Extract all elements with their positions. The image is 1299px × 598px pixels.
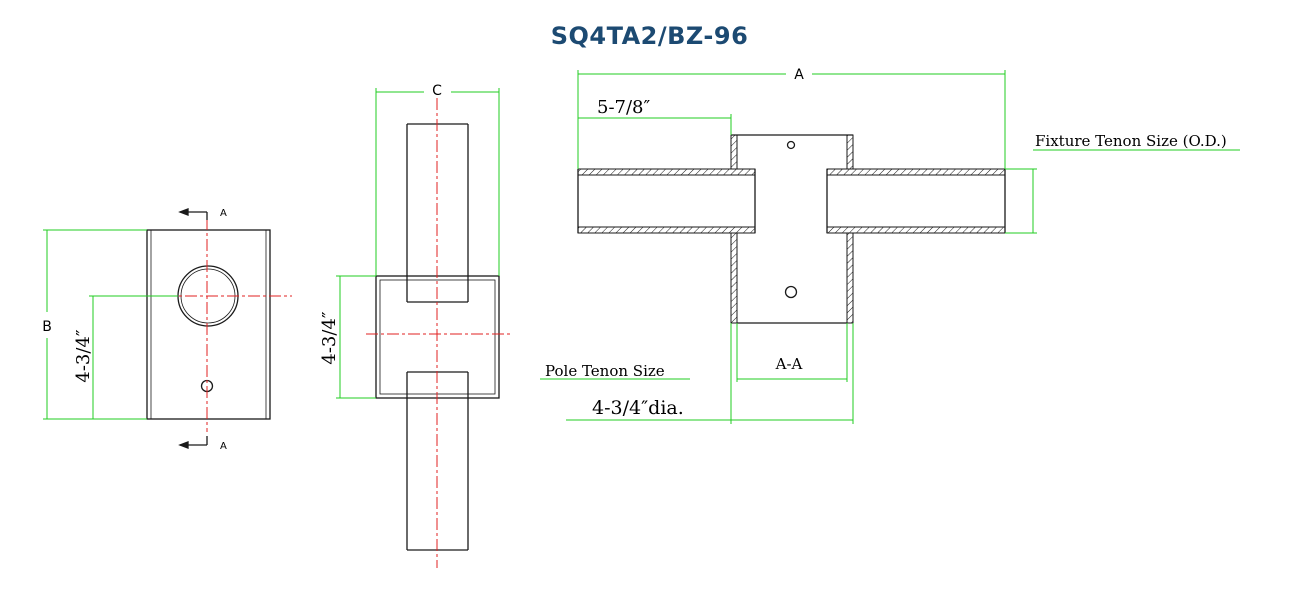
section-view: A 5-7/8″ Fixture Tenon Size (O.D.) A-A P…: [540, 67, 1240, 424]
section-outline: [577, 134, 1006, 324]
side-view-centerlines: [366, 98, 510, 568]
section-markers: [178, 208, 208, 449]
side-view-outline: [375, 123, 500, 551]
front-height-label: 4-3/4″: [73, 329, 94, 383]
section-hatching: [577, 134, 1006, 324]
pole-tenon-label: Pole Tenon Size: [545, 362, 665, 380]
fixture-tenon-label: Fixture Tenon Size (O.D.): [1035, 132, 1227, 150]
offset-dimension-label: 5-7/8″: [597, 97, 651, 118]
front-view: A A B 4-3/4″: [42, 208, 292, 452]
front-view-dimensions: [43, 229, 178, 420]
page-title: SQ4TA2/BZ-96: [550, 22, 749, 50]
dimension-c-label: C: [432, 83, 442, 99]
section-a-a-label: A-A: [775, 355, 803, 373]
dimension-a-label: A: [794, 67, 804, 83]
section-marker-bottom: A: [220, 441, 227, 452]
section-marker-top: A: [220, 208, 227, 219]
side-view-dimensions: [336, 88, 500, 399]
side-height-label: 4-3/4″: [319, 311, 340, 365]
pole-tenon-value: 4-3/4″dia.: [592, 397, 684, 419]
dimension-b-label: B: [42, 319, 52, 335]
section-set-screw-hole: [784, 285, 798, 299]
front-view-body: [146, 229, 271, 420]
section-top-hole: [786, 140, 796, 150]
side-view: C 4-3/4″: [319, 83, 510, 568]
section-dimensions: [540, 70, 1240, 424]
